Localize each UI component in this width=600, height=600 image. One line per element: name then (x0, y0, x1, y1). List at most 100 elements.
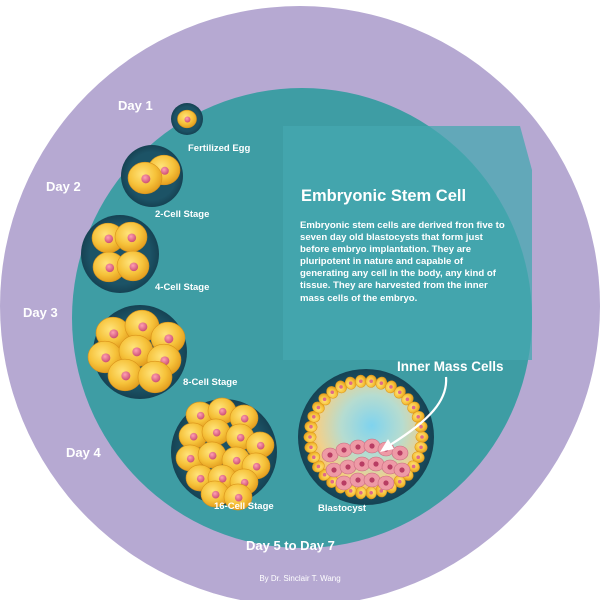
inner-mass-nucleus (369, 477, 375, 483)
sixteen-cell-stage (171, 397, 277, 511)
trophoblast-nucleus (322, 472, 327, 477)
cell-nucleus (164, 334, 174, 344)
trophoblast-nucleus (308, 435, 312, 439)
inner-mass-nucleus (373, 461, 379, 467)
trophoblast-nucleus (397, 390, 402, 395)
stage-label-blastocyst: Blastocyst (318, 503, 367, 514)
cell-nucleus (129, 262, 139, 272)
trophoblast-nucleus (316, 405, 321, 410)
trophoblast-nucleus (379, 381, 384, 385)
cell-nucleus (151, 373, 161, 383)
trophoblast-nucleus (420, 435, 424, 439)
inner-mass-nucleus (355, 477, 361, 483)
fertilized-egg-cell (171, 103, 203, 135)
callout-inner-mass-cells: Inner Mass Cells (397, 359, 504, 374)
day-label-3: Day 3 (23, 305, 58, 320)
cell-nucleus (232, 456, 241, 465)
trophoblast-nucleus (311, 414, 316, 419)
trophoblast-nucleus (369, 490, 373, 495)
inner-mass-nucleus (327, 452, 333, 458)
stage-label-4-cell: 4-Cell Stage (155, 282, 209, 293)
cell-nucleus (256, 441, 265, 450)
callout-arrowhead (380, 439, 394, 452)
cell-nucleus (252, 462, 261, 471)
trophoblast-nucleus (416, 414, 421, 419)
cell-nucleus (212, 428, 221, 437)
four-cell-stage (81, 215, 159, 293)
cell-nucleus (160, 166, 169, 175)
cell-nucleus (105, 263, 115, 273)
inner-mass-nucleus (355, 444, 361, 450)
trophoblast-nucleus (416, 455, 421, 460)
stage-label-fertilized-egg: Fertilized Egg (188, 143, 250, 154)
cell-nucleus (104, 234, 114, 244)
inner-mass-nucleus (383, 480, 389, 486)
stage-label-8-cell: 8-Cell Stage (183, 377, 237, 388)
trophoblast-nucleus (379, 489, 384, 493)
cell-nucleus (234, 493, 243, 502)
trophoblast-nucleus (309, 445, 313, 450)
cell-nucleus (208, 451, 217, 460)
cell-nucleus (196, 411, 205, 420)
day-label-1: Day 1 (118, 98, 153, 113)
cell-nucleus (127, 233, 137, 243)
stage-label-16-cell: 16-Cell Stage (214, 501, 274, 512)
description-text: Embryonic stem cells are derived fron fi… (300, 220, 505, 304)
trophoblast-nucleus (348, 489, 353, 493)
day-labels: Day 1 Day 2 Day 3 Day 4 Day 5 to Day 7 (23, 98, 335, 553)
trophoblast-nucleus (411, 405, 416, 410)
cell-nucleus (184, 116, 191, 123)
trophoblast-nucleus (405, 397, 410, 402)
trophoblast-nucleus (389, 385, 393, 389)
cell-nucleus (189, 432, 198, 441)
cell-nucleus (240, 414, 249, 423)
cell-nucleus (211, 490, 220, 499)
inner-mass-nucleus (359, 461, 365, 467)
trophoblast-nucleus (359, 490, 363, 495)
inner-mass-nucleus (399, 467, 405, 473)
cell-nucleus (186, 454, 195, 463)
cell-nucleus (138, 322, 148, 332)
trophoblast-nucleus (419, 424, 423, 429)
day-label-5-7: Day 5 to Day 7 (246, 538, 335, 553)
cell-nucleus (218, 407, 227, 416)
trophoblast-nucleus (339, 385, 343, 389)
day-label-4: Day 4 (66, 445, 101, 460)
trophoblast-nucleus (359, 379, 363, 384)
day-label-2: Day 2 (46, 179, 81, 194)
inner-mass-nucleus (331, 467, 337, 473)
stage-label-2-cell: 2-Cell Stage (155, 209, 209, 220)
inner-mass-nucleus (345, 464, 351, 470)
eight-cell-stage (87, 305, 187, 399)
cell-nucleus (132, 347, 142, 357)
two-cell-stage (121, 145, 183, 207)
cell-nucleus (196, 474, 205, 483)
trophoblast-nucleus (330, 390, 335, 395)
trophoblast-nucleus (309, 424, 313, 429)
trophoblast-nucleus (311, 455, 316, 460)
trophoblast-nucleus (316, 464, 321, 469)
cell-nucleus (121, 371, 131, 381)
trophoblast-nucleus (419, 445, 423, 450)
trophoblast-nucleus (322, 397, 327, 402)
inner-mass-nucleus (369, 443, 375, 449)
inner-mass-nucleus (397, 450, 403, 456)
cell-nucleus (141, 174, 151, 184)
inner-mass-nucleus (341, 447, 347, 453)
trophoblast-nucleus (348, 381, 353, 385)
title-panel (283, 126, 532, 360)
cell-nucleus (101, 353, 111, 363)
diagram-title: Embryonic Stem Cell (301, 187, 466, 205)
trophoblast-nucleus (397, 479, 402, 484)
inner-mass-nucleus (341, 480, 347, 486)
trophoblast-nucleus (411, 464, 416, 469)
cell-nucleus (218, 474, 227, 483)
inner-mass-nucleus (387, 464, 393, 470)
credit-text: By Dr. Sinclair T. Wang (259, 574, 341, 583)
trophoblast-nucleus (369, 379, 373, 384)
trophoblast-nucleus (330, 479, 335, 484)
cell-nucleus (109, 329, 119, 339)
callout-arrow (389, 376, 448, 446)
cell-nucleus (236, 433, 245, 442)
